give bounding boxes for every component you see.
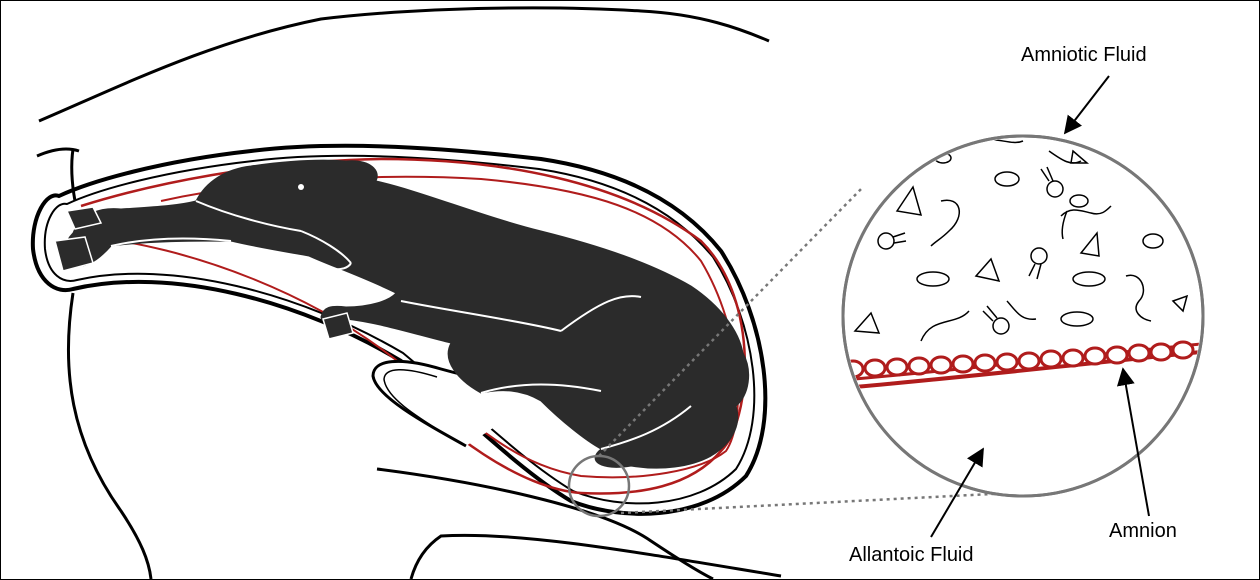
magnifier-circle-icon (843, 136, 1203, 496)
zoom-connector-bottom (621, 493, 1011, 513)
mare-lower-outline (411, 535, 781, 579)
label-amniotic-fluid: Amniotic Fluid (1021, 44, 1147, 66)
foal-front-hoof-lower (55, 237, 93, 271)
mare-hind-outline (72, 149, 75, 201)
zoom-source-circle (569, 456, 629, 516)
foal-silhouette-icon (65, 160, 749, 468)
mare-thigh-outline (68, 293, 151, 579)
mare-back-outline (39, 8, 769, 121)
arrow-amniotic-fluid (1065, 76, 1109, 133)
foal-eye-icon (298, 184, 304, 190)
label-amnion: Amnion (1109, 520, 1177, 542)
label-allantoic-fluid: Allantoic Fluid (849, 544, 974, 566)
